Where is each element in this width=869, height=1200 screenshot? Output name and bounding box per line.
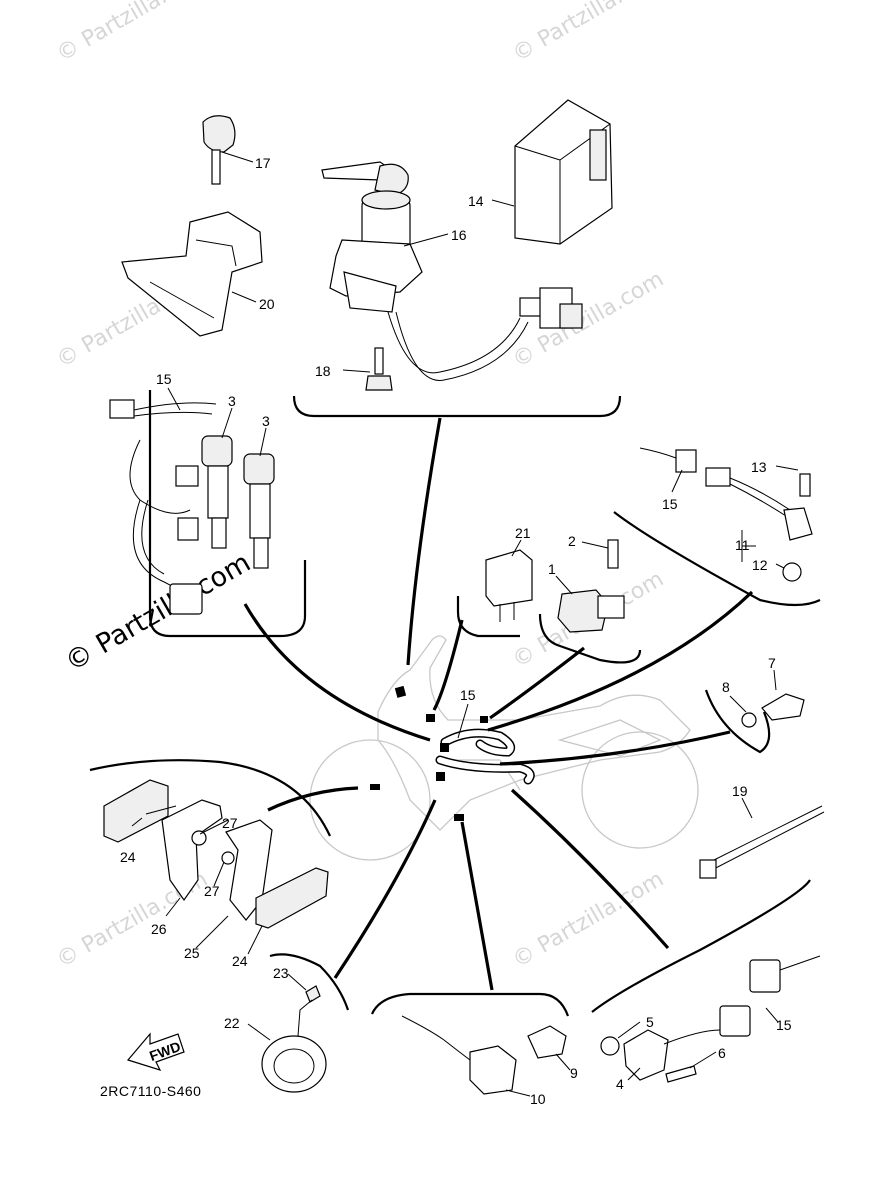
sensor-part-1 bbox=[557, 539, 625, 633]
reflector-group bbox=[103, 779, 329, 929]
callout-22: 22 bbox=[224, 1015, 240, 1031]
watermark-text: © Partzilla.com bbox=[509, 267, 669, 374]
main-wire-harness bbox=[370, 685, 535, 821]
watermark-text: © Partzilla.com bbox=[509, 0, 669, 67]
callout-27-upper: 27 bbox=[222, 815, 238, 831]
callout-19: 19 bbox=[732, 783, 748, 799]
ignition-coil-group bbox=[109, 399, 275, 615]
diagram-code: 2RC7110-S460 bbox=[100, 1083, 201, 1099]
callout-7: 7 bbox=[768, 655, 776, 671]
callout-15-center: 15 bbox=[460, 687, 476, 703]
callout-16: 16 bbox=[451, 227, 467, 243]
watermark-text: © Partzilla.com bbox=[53, 0, 213, 67]
sensor-part-7 bbox=[741, 693, 805, 728]
callout-24-right: 24 bbox=[232, 953, 248, 969]
callout-23: 23 bbox=[273, 965, 289, 981]
callout-4: 4 bbox=[616, 1076, 624, 1092]
callout-18: 18 bbox=[315, 363, 331, 379]
bracket-part-20 bbox=[121, 211, 263, 337]
callout-2: 2 bbox=[568, 533, 576, 549]
callout-20: 20 bbox=[259, 296, 275, 312]
callout-27-lower: 27 bbox=[204, 883, 220, 899]
callout-15-ignition: 15 bbox=[156, 371, 172, 387]
callout-3-right: 3 bbox=[262, 413, 270, 429]
switch-part-10 bbox=[401, 1015, 567, 1095]
callout-3-left: 3 bbox=[228, 393, 236, 409]
horn-part-22 bbox=[261, 985, 327, 1093]
watermark-main-text: © Partzilla.com bbox=[60, 547, 256, 678]
callout-15-sensor: 15 bbox=[662, 496, 678, 512]
sensor-group-right bbox=[639, 447, 813, 582]
callout-10: 10 bbox=[530, 1091, 546, 1107]
callout-8: 8 bbox=[722, 679, 730, 695]
callout-leaders bbox=[131, 151, 799, 1097]
callout-17: 17 bbox=[255, 155, 271, 171]
callout-15-bottom: 15 bbox=[776, 1017, 792, 1033]
fwd-arrow-label: FWD bbox=[147, 1038, 182, 1064]
motorcycle-outline bbox=[309, 635, 699, 861]
callout-12: 12 bbox=[752, 557, 768, 573]
callout-numbers: 17 20 16 18 14 15 3 3 13 15 11 12 21 2 1… bbox=[120, 155, 792, 1107]
callout-26: 26 bbox=[151, 921, 167, 937]
forward-direction-arrow: FWD bbox=[126, 1032, 185, 1071]
relay-part-21 bbox=[485, 549, 533, 622]
callout-1: 1 bbox=[548, 561, 556, 577]
callout-25: 25 bbox=[184, 945, 200, 961]
cable-tie-part-19 bbox=[699, 805, 825, 879]
callout-21: 21 bbox=[515, 525, 531, 541]
callout-11: 11 bbox=[735, 537, 750, 553]
sensor-group-bottom-right bbox=[600, 955, 821, 1083]
key-part-17 bbox=[202, 115, 236, 185]
callout-5: 5 bbox=[646, 1014, 654, 1030]
main-switch-part-16 bbox=[321, 161, 583, 381]
bolt-part-18 bbox=[365, 347, 393, 391]
group-lines bbox=[89, 390, 821, 1017]
ecu-part-14 bbox=[514, 99, 613, 245]
callout-24-left: 24 bbox=[120, 849, 136, 865]
callout-14: 14 bbox=[468, 193, 484, 209]
callout-9: 9 bbox=[570, 1065, 578, 1081]
callout-6: 6 bbox=[718, 1045, 726, 1061]
callout-13: 13 bbox=[751, 459, 767, 475]
